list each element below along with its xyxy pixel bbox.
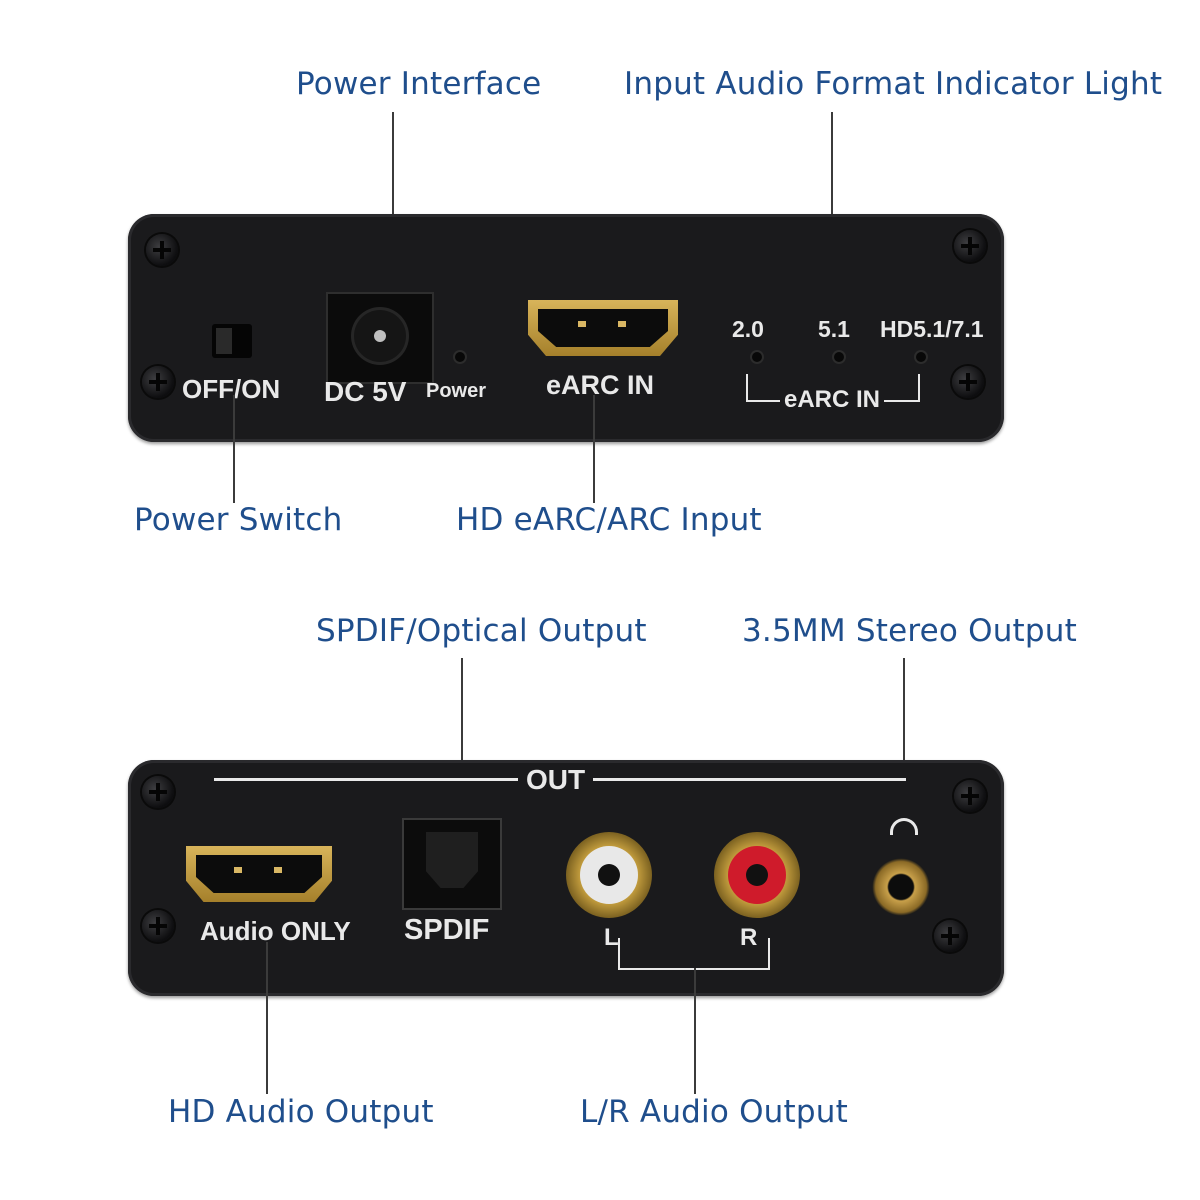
callout-input-audio-format: Input Audio Format Indicator Light — [624, 66, 1163, 102]
power-switch[interactable] — [212, 324, 252, 358]
leader-spdif-optical — [461, 658, 463, 824]
callout-spdif-optical: SPDIF/Optical Output — [316, 613, 647, 649]
rca-left-label: L — [604, 924, 619, 951]
dc-label: DC 5V — [324, 376, 407, 407]
leader-hd-audio-output — [266, 942, 268, 1094]
spdif-label: SPDIF — [404, 914, 490, 946]
spdif-optical-port[interactable] — [402, 818, 502, 910]
leader-power-interface — [392, 112, 394, 290]
top-device-panel: OFF/ON DC 5V Power eARC IN 2.0 5.1 HD5.1… — [128, 214, 1004, 442]
rca-right-jack[interactable] — [714, 832, 800, 918]
screw-icon — [142, 910, 174, 942]
leader-hd-earc-input — [593, 395, 595, 503]
lr-bracket — [618, 938, 770, 970]
earc-hdmi-port[interactable] — [528, 300, 678, 356]
hdmi-audio-port[interactable] — [186, 846, 332, 902]
screw-icon — [934, 920, 966, 952]
screw-icon — [954, 780, 986, 812]
power-led — [455, 352, 465, 362]
rca-left-jack[interactable] — [566, 832, 652, 918]
callout-power-switch: Power Switch — [134, 502, 343, 538]
screw-icon — [952, 366, 984, 398]
screw-icon — [146, 234, 178, 266]
led-label-5-1: 5.1 — [818, 316, 850, 342]
callout-power-interface: Power Interface — [296, 66, 542, 102]
rca-right-label: R — [740, 924, 758, 951]
leader-stereo-35mm — [903, 658, 905, 844]
callout-stereo-35mm: 3.5MM Stereo Output — [742, 613, 1077, 649]
headphone-icon — [890, 818, 918, 835]
led-2-0 — [752, 352, 762, 362]
stereo-35mm-jack[interactable] — [872, 858, 930, 916]
led-hd — [916, 352, 926, 362]
led-label-hd: HD5.1/7.1 — [880, 316, 984, 342]
callout-hd-audio-output: HD Audio Output — [168, 1094, 434, 1130]
callout-hd-earc-input: HD eARC/ARC Input — [456, 502, 762, 538]
power-led-label: Power — [426, 380, 487, 402]
dc-power-jack[interactable] — [326, 292, 434, 384]
earc-group-label: eARC IN — [780, 386, 885, 414]
bottom-device-panel: OUT Audio ONLY SPDIF L R — [128, 760, 1004, 996]
earc-port-label: eARC IN — [546, 370, 655, 400]
out-label: OUT — [518, 764, 594, 796]
led-5-1 — [834, 352, 844, 362]
screw-icon — [954, 230, 986, 262]
screw-icon — [142, 366, 174, 398]
screw-icon — [142, 776, 174, 808]
leader-lr-audio-output — [694, 968, 696, 1094]
switch-label: OFF/ON — [182, 374, 281, 404]
hdmi-audio-label: Audio ONLY — [200, 916, 351, 946]
leader-power-switch — [233, 395, 235, 503]
led-label-2-0: 2.0 — [732, 316, 764, 342]
callout-lr-audio-output: L/R Audio Output — [580, 1094, 848, 1130]
